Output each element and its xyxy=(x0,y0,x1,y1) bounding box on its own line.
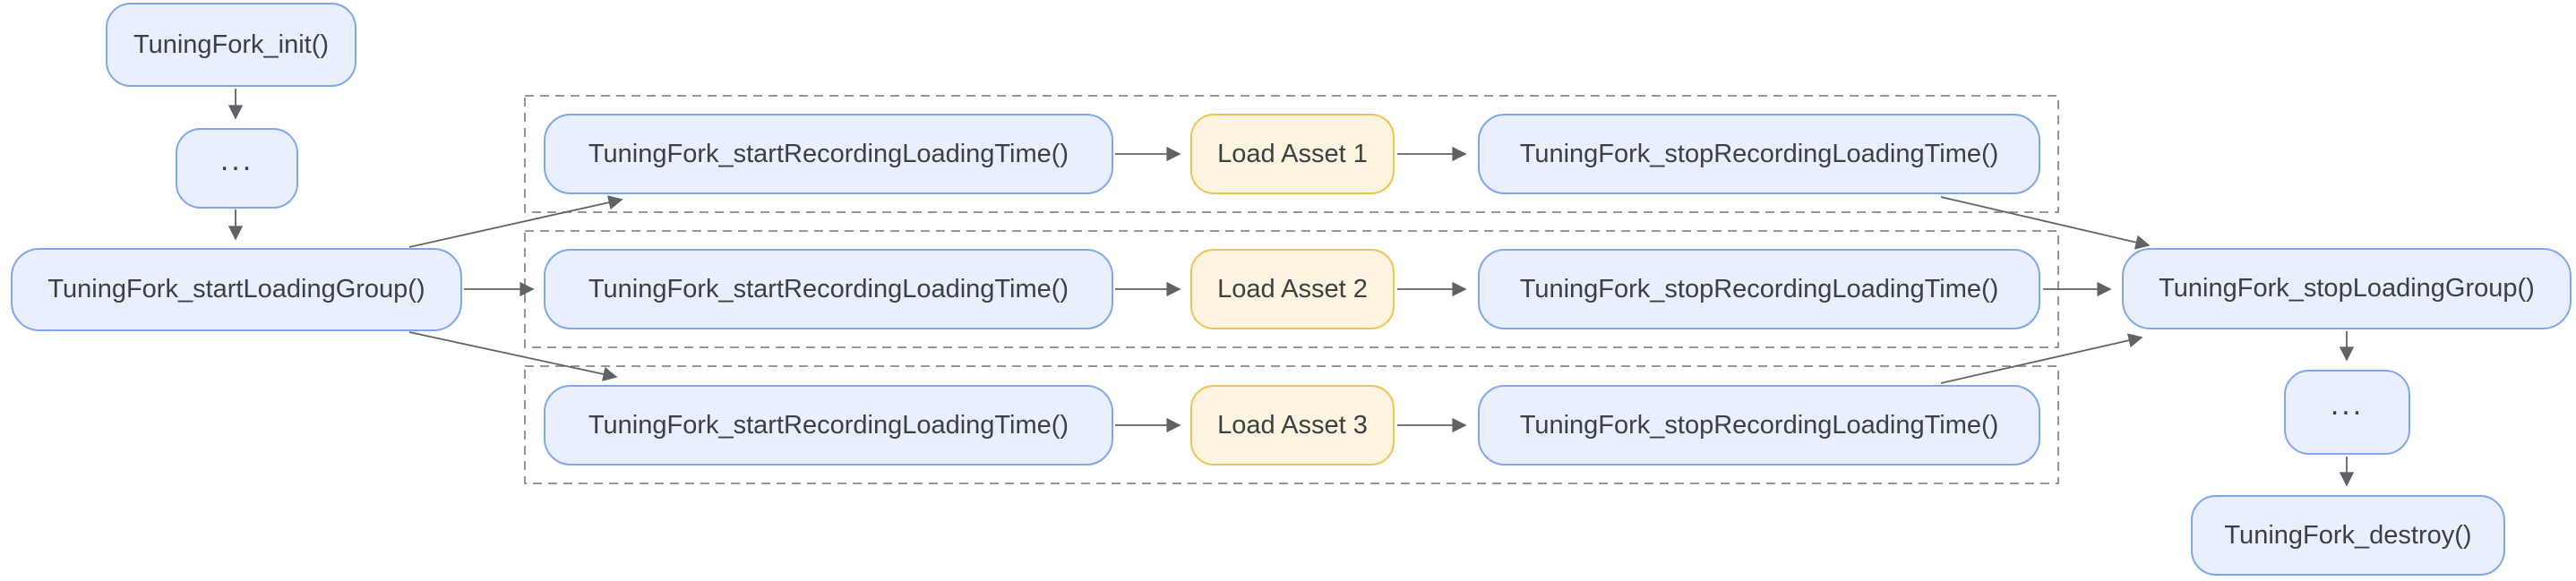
row3-stop-recording-box: TuningFork_stopRecordingLoadingTime() xyxy=(1478,385,2040,466)
row3-load-asset-box: Load Asset 3 xyxy=(1190,385,1395,466)
stop-loading-group-box: TuningFork_stopLoadingGroup() xyxy=(2122,248,2572,329)
row2-load-asset-label: Load Asset 2 xyxy=(1217,274,1368,303)
ellipsis-box-top: ... xyxy=(176,128,298,209)
row3-load-asset-label: Load Asset 3 xyxy=(1217,410,1368,440)
destroy-box: TuningFork_destroy() xyxy=(2191,495,2505,576)
row1-stop-recording-label: TuningFork_stopRecordingLoadingTime() xyxy=(1519,139,1999,168)
arrow-startgroup-to-row1 xyxy=(408,195,623,248)
row1-load-asset-label: Load Asset 1 xyxy=(1217,139,1368,168)
ellipsis-box-bottom: ... xyxy=(2284,370,2410,455)
row3-start-recording-box: TuningFork_startRecordingLoadingTime() xyxy=(544,385,1113,466)
start-loading-group-box: TuningFork_startLoadingGroup() xyxy=(11,248,462,331)
init-label: TuningFork_init() xyxy=(133,30,330,59)
row2-stop-recording-box: TuningFork_stopRecordingLoadingTime() xyxy=(1478,249,2040,329)
arrow-row3-to-stopgroup xyxy=(1940,333,2143,384)
row3-stop-recording-label: TuningFork_stopRecordingLoadingTime() xyxy=(1519,410,1999,440)
loading-group-outline-1 xyxy=(524,95,2059,213)
row1-start-recording-label: TuningFork_startRecordingLoadingTime() xyxy=(588,139,1069,168)
row2-start-recording-label: TuningFork_startRecordingLoadingTime() xyxy=(588,274,1069,303)
stop-loading-group-label: TuningFork_stopLoadingGroup() xyxy=(2159,274,2535,303)
init-box: TuningFork_init() xyxy=(106,3,356,87)
row2-stop-recording-label: TuningFork_stopRecordingLoadingTime() xyxy=(1519,274,1999,303)
row1-stop-recording-box: TuningFork_stopRecordingLoadingTime() xyxy=(1478,114,2040,194)
destroy-label: TuningFork_destroy() xyxy=(2224,520,2472,550)
row1-load-asset-box: Load Asset 1 xyxy=(1190,114,1395,194)
row1-start-recording-box: TuningFork_startRecordingLoadingTime() xyxy=(544,114,1113,194)
loading-group-outline-3 xyxy=(524,365,2059,484)
row3-start-recording-label: TuningFork_startRecordingLoadingTime() xyxy=(588,410,1069,440)
start-loading-group-label: TuningFork_startLoadingGroup() xyxy=(47,275,425,303)
arrow-startgroup-to-row3 xyxy=(408,331,618,381)
arrow-row1-to-stopgroup xyxy=(1940,196,2151,250)
row2-start-recording-box: TuningFork_startRecordingLoadingTime() xyxy=(544,249,1113,329)
row2-load-asset-box: Load Asset 2 xyxy=(1190,249,1395,329)
